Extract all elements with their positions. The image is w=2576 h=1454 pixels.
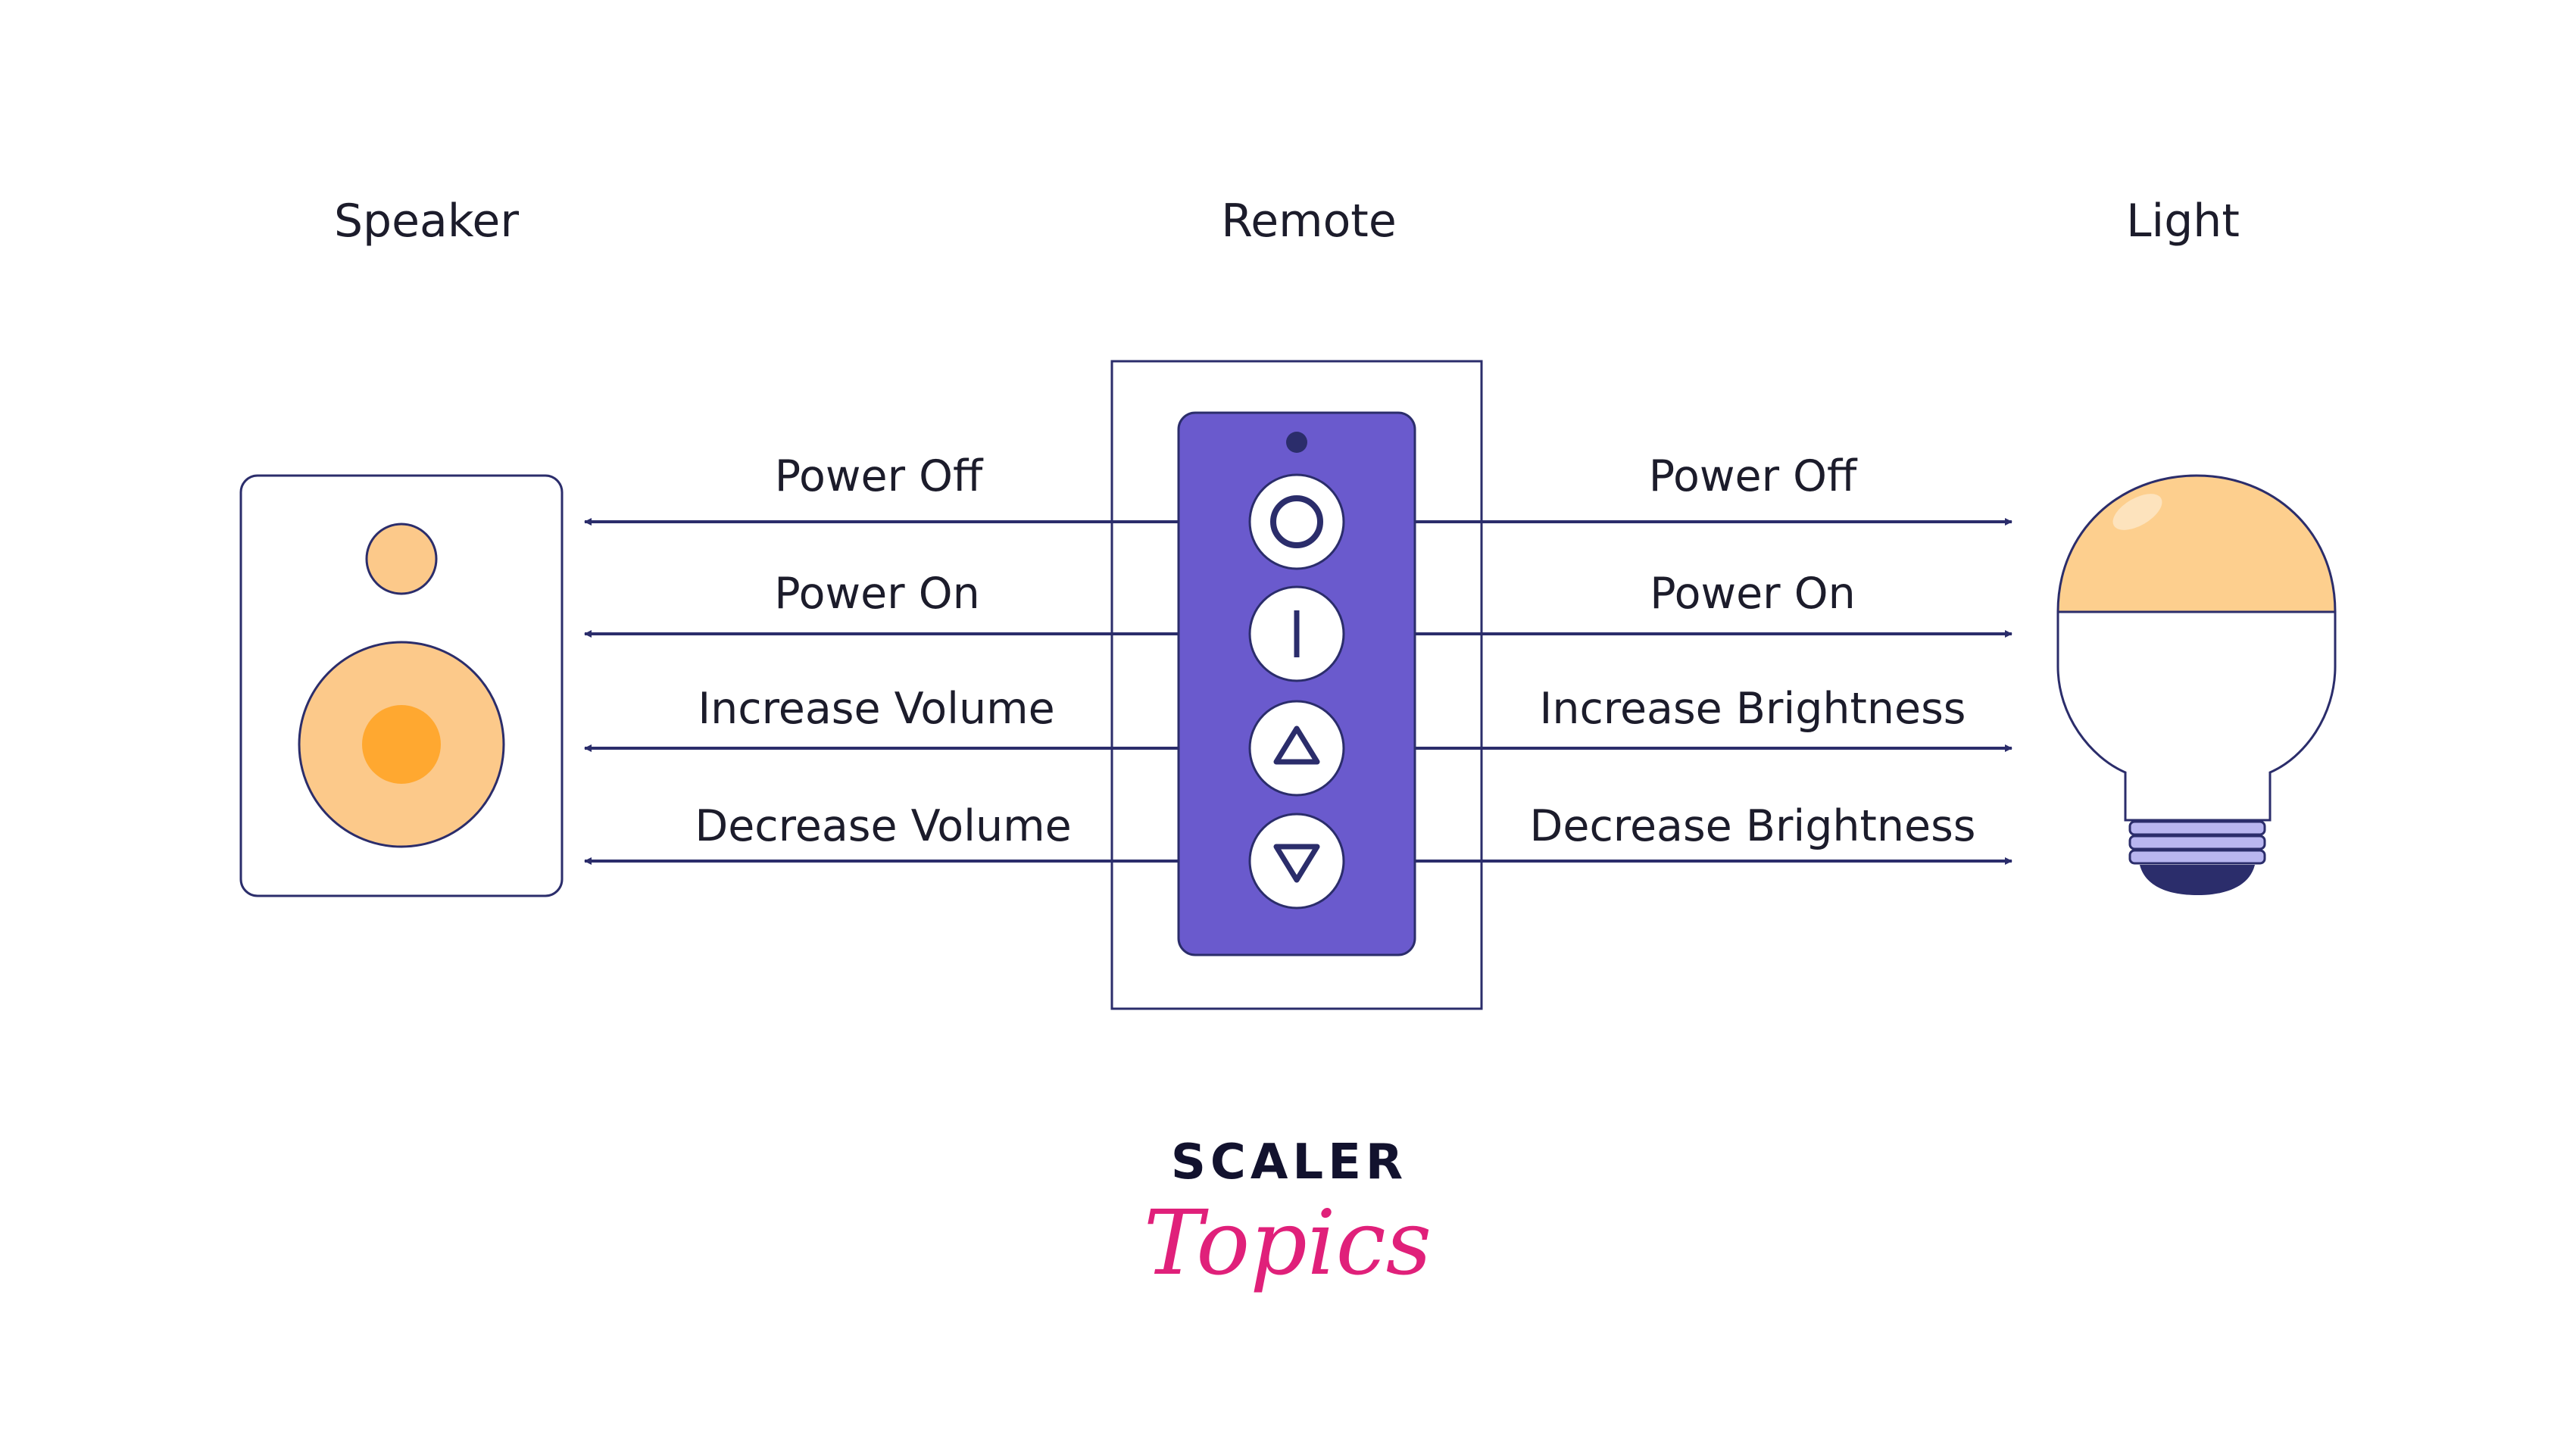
- remote-frame: [1110, 360, 1483, 1010]
- speaker-title: Speaker: [334, 195, 519, 248]
- ir-led-icon: [1286, 432, 1307, 453]
- triangle-up-icon: [1273, 725, 1320, 765]
- remote-button-power-off[interactable]: [1248, 473, 1345, 570]
- remote-title: Remote: [1221, 195, 1397, 248]
- speaker-icon: [239, 474, 564, 897]
- light-command-label: Power On: [1650, 569, 1855, 619]
- remote-icon: [1177, 411, 1416, 956]
- logo-top-text: SCALER: [1171, 1134, 1407, 1190]
- remote-button-decrease[interactable]: [1248, 813, 1345, 910]
- speaker-command-label: Decrease Volume: [695, 801, 1071, 851]
- remote-button-increase[interactable]: [1248, 700, 1345, 797]
- light-command-label: Decrease Brightness: [1530, 801, 1976, 851]
- light-bulb-icon: [2056, 474, 2337, 895]
- remote-button-power-on[interactable]: [1248, 585, 1345, 682]
- power-off-circle-icon: [1270, 495, 1323, 548]
- logo-script-text: Topics: [1144, 1190, 1432, 1295]
- light-command-label: Increase Brightness: [1540, 684, 1966, 734]
- light-title: Light: [2126, 195, 2240, 248]
- light-command-label: Power Off: [1649, 451, 1858, 501]
- scaler-topics-logo: SCALER Topics: [1144, 1134, 1432, 1295]
- speaker-command-label: Power Off: [775, 451, 984, 501]
- speaker-command-label: Power On: [774, 569, 979, 619]
- speaker-command-label: Increase Volume: [698, 684, 1054, 734]
- triangle-down-icon: [1273, 844, 1320, 883]
